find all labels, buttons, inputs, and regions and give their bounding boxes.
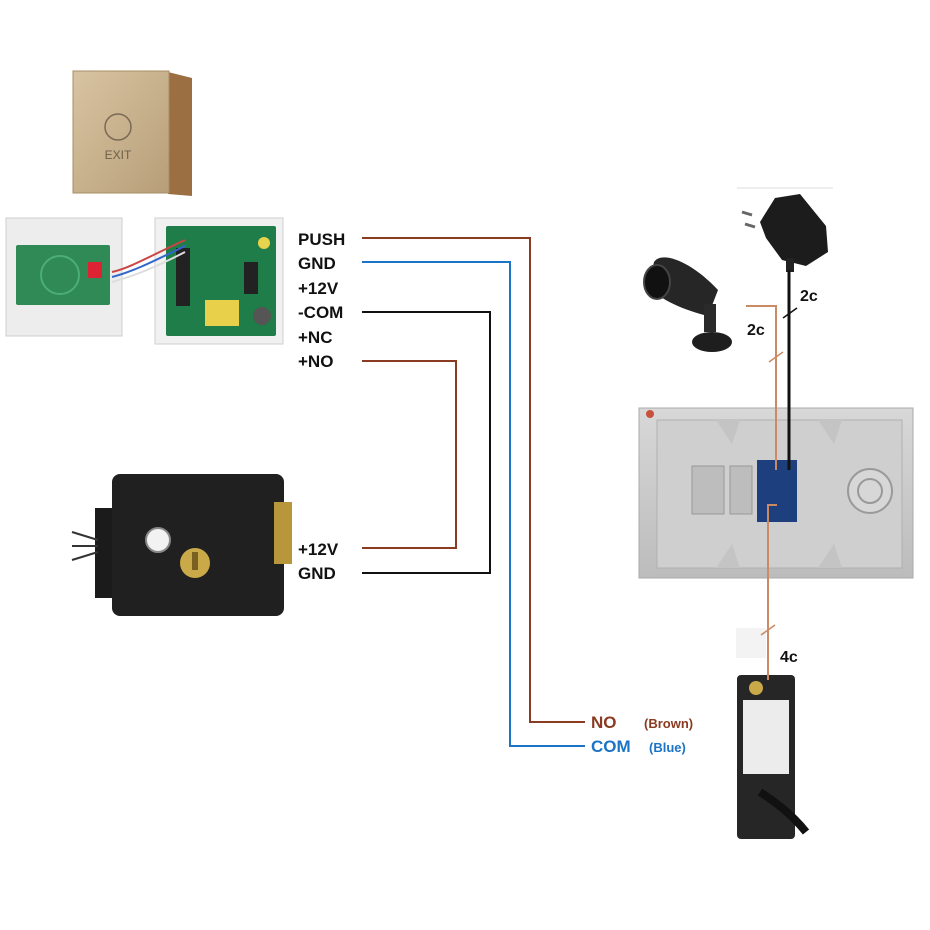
adapter-cable-count: 2c	[800, 288, 818, 305]
power-adapter-device	[737, 187, 833, 272]
wires	[362, 237, 585, 747]
device-cables	[746, 270, 798, 680]
signal-no-color-note: (Brown)	[644, 716, 693, 731]
exit-button-device: EXIT	[72, 70, 192, 196]
camera-cable-tick	[768, 351, 784, 363]
signal-no-label: NO	[591, 713, 617, 732]
cable-count-labels: 2c 2c 4c	[747, 288, 818, 666]
terminal-gnd-label: GND	[298, 254, 336, 273]
outdoor-cable-tick	[760, 624, 776, 636]
camera-cable	[746, 305, 777, 470]
outdoor-station-signal-labels: NO (Brown) COM (Blue)	[591, 713, 693, 756]
lock-terminal-labels: +12V GND	[298, 540, 339, 583]
wire-push-brown	[362, 237, 585, 723]
terminal-no-label: +NO	[298, 352, 333, 371]
signal-com-label: COM	[591, 737, 631, 756]
outdoor-cable	[767, 504, 777, 680]
wire-gnd-blue	[362, 261, 585, 747]
camera-cable-count: 2c	[747, 322, 765, 339]
terminal-com-label: -COM	[298, 303, 343, 322]
access-controller-device	[5, 217, 284, 345]
hand-icon	[104, 113, 132, 141]
outdoor-cable-count: 4c	[780, 649, 798, 666]
exit-button-text: EXIT	[105, 148, 132, 162]
terminal-nc-label: +NC	[298, 328, 332, 347]
adapter-cable-tick	[782, 307, 798, 319]
outdoor-station-device	[736, 628, 810, 839]
signal-com-color-note: (Blue)	[649, 740, 686, 755]
lock-12v-label: +12V	[298, 540, 339, 559]
lock-gnd-label: GND	[298, 564, 336, 583]
electric-lock-device	[71, 474, 292, 616]
camera-device	[643, 257, 732, 352]
wire-no-brown	[362, 360, 457, 549]
controller-terminal-labels: PUSH GND +12V -COM +NC +NO	[298, 230, 345, 371]
terminal-12v-label: +12V	[298, 279, 339, 298]
wire-com-black	[362, 311, 491, 574]
terminal-push-label: PUSH	[298, 230, 345, 249]
